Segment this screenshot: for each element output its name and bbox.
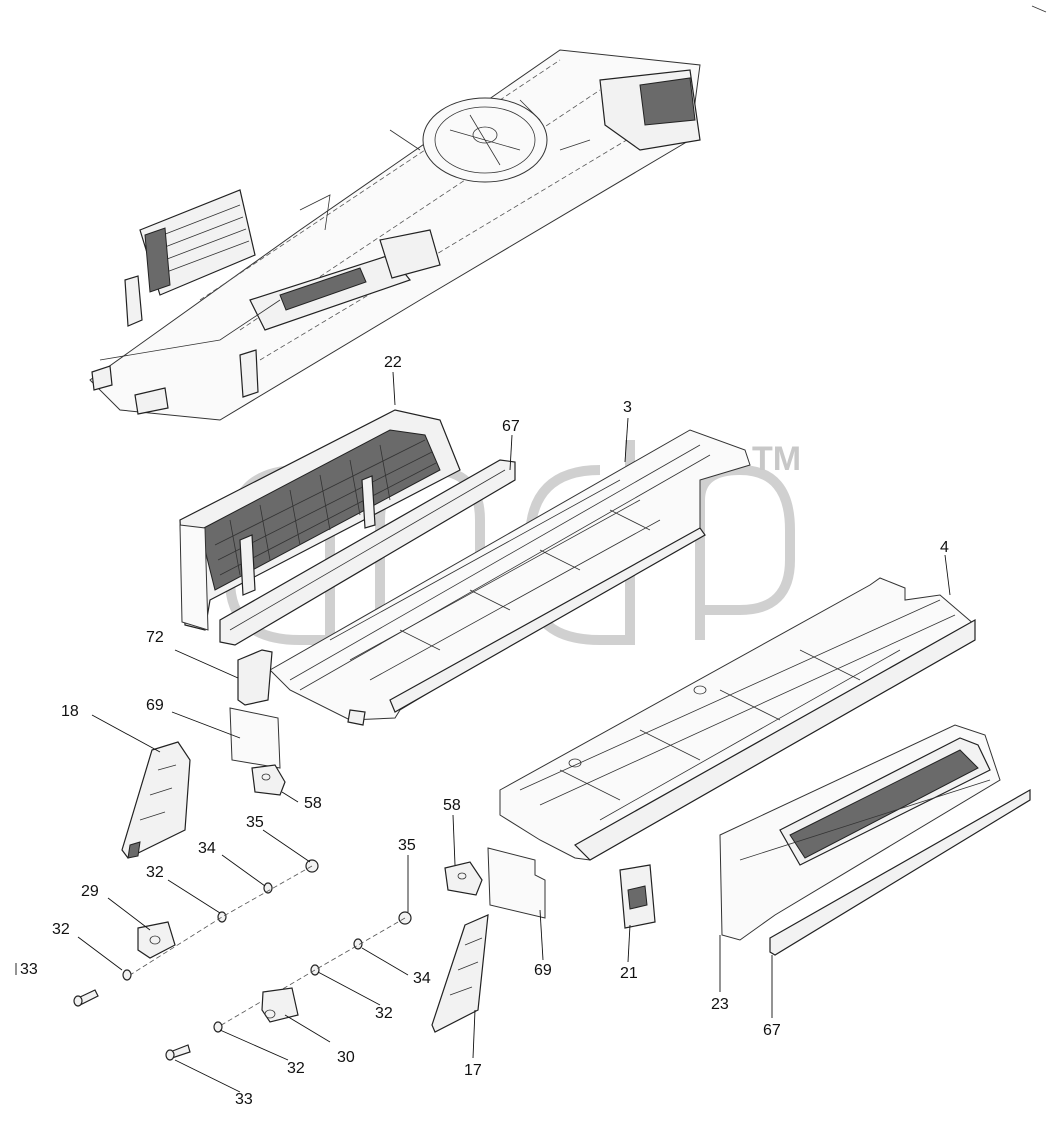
callout-35-right: 35 <box>398 837 416 854</box>
watermark-tm: TM <box>752 440 801 478</box>
callout-67-lower: 67 <box>763 1022 781 1039</box>
callout-22: 22 <box>384 354 402 371</box>
chassis-overview <box>89 49 701 421</box>
part-23-fairing <box>719 724 1001 941</box>
callout-72: 72 <box>146 629 164 646</box>
callout-17: 17 <box>464 1062 482 1079</box>
part-58-bracket-right <box>444 861 483 896</box>
callout-18: 18 <box>61 703 79 720</box>
callout-34-right: 34 <box>413 970 431 987</box>
callout-34-left: 34 <box>198 840 216 857</box>
part-18-step-bracket <box>121 741 191 859</box>
callout-58-right: 58 <box>443 797 461 814</box>
callout-29: 29 <box>81 883 99 900</box>
part-21-bracket <box>619 864 656 929</box>
hardware-right <box>165 911 412 1061</box>
part-17-step-bracket <box>431 914 489 1033</box>
part-67-lower-strip <box>769 788 1031 956</box>
part-69-plate-right <box>487 847 546 919</box>
callout-58-left: 58 <box>304 795 322 812</box>
part-22-rear-panel <box>179 409 461 631</box>
part-69-plate-left <box>229 707 281 769</box>
hardware-left <box>73 859 319 1007</box>
part-58-bracket-left <box>251 764 286 796</box>
callout-labels: 22 67 3 4 72 69 18 58 35 34 32 29 32 33 … <box>20 354 949 1108</box>
callout-4: 4 <box>940 539 949 556</box>
callout-35-left: 35 <box>246 814 264 831</box>
leader-lines <box>15 371 951 1093</box>
callout-33-left: 33 <box>20 961 38 978</box>
callout-32-c: 32 <box>375 1005 393 1022</box>
callout-23: 23 <box>711 996 729 1013</box>
callout-69-right: 69 <box>534 962 552 979</box>
callout-32-a: 32 <box>146 864 164 881</box>
callout-32-d: 32 <box>287 1060 305 1077</box>
callout-30: 30 <box>337 1049 355 1066</box>
part-3-floor-panel <box>269 429 751 726</box>
callout-21: 21 <box>620 965 638 982</box>
part-72-bracket <box>237 649 273 706</box>
part-67-upper-strip <box>219 459 516 646</box>
callout-33-right: 33 <box>235 1091 253 1108</box>
callout-3: 3 <box>623 399 632 416</box>
callout-32-b: 32 <box>52 921 70 938</box>
fifth-wheel <box>422 97 548 183</box>
corner-mark <box>1031 5 1047 13</box>
part-4-floor-panel <box>499 577 976 861</box>
callout-67-upper: 67 <box>502 418 520 435</box>
callout-69-left: 69 <box>146 697 164 714</box>
